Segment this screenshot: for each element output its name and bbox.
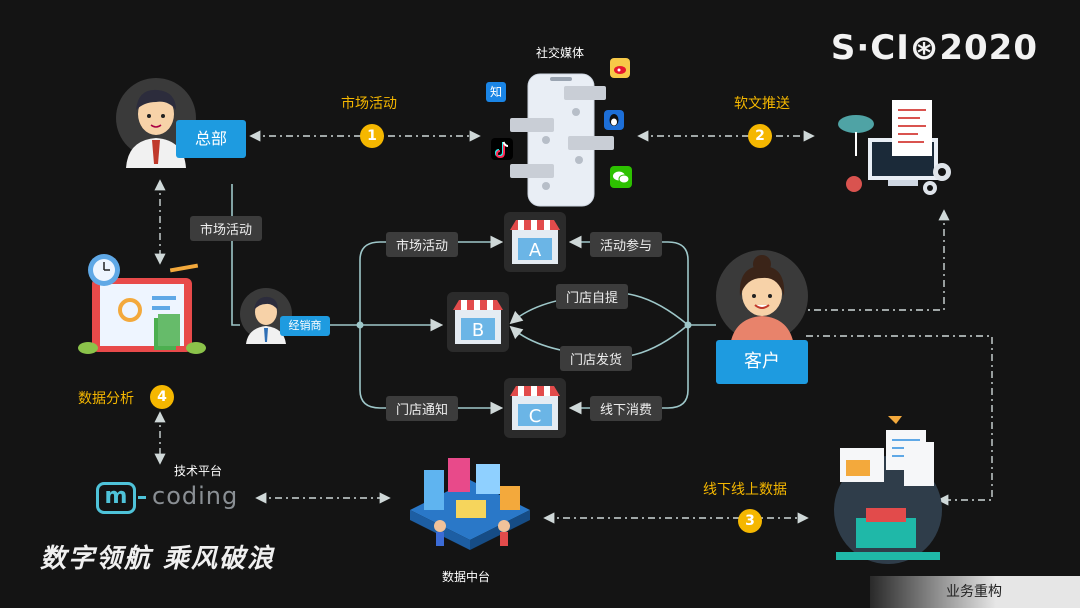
tech-platform-label: 技术平台	[174, 464, 223, 478]
slogan: 数字领航 乘风破浪	[40, 544, 276, 574]
tag-store-a-market-activity: 市场活动	[386, 232, 459, 257]
store-b-letter: B	[472, 320, 484, 341]
step-2-label: 软文推送	[734, 96, 790, 112]
qq-icon	[604, 110, 624, 130]
store-b: B	[447, 292, 509, 352]
step-1-badge: 1	[360, 124, 384, 148]
step-3-badge: 3	[738, 509, 762, 533]
step-3-label: 线下线上数据	[703, 482, 787, 498]
footer-section-label: 业务重构	[870, 576, 1080, 608]
mcoding-m-mark: m	[96, 482, 136, 514]
mcoding-logo: m coding	[96, 482, 256, 516]
step-1-label: 市场活动	[341, 96, 397, 112]
social-phone-illustration	[484, 60, 644, 210]
data-platform-label: 数据中台	[442, 570, 491, 584]
social-media-label: 社交媒体	[536, 46, 585, 60]
sci-2020-logo: S·CI⊛2020	[830, 28, 1038, 68]
offline-online-data-illustration	[826, 412, 950, 570]
zhihu-icon: 知	[486, 82, 506, 102]
mcoding-text: coding	[152, 482, 239, 510]
step-4-badge: 4	[150, 385, 174, 409]
douyin-icon	[491, 138, 513, 160]
step-4-label: 数据分析	[78, 391, 134, 407]
tag-store-pickup: 门店自提	[556, 284, 629, 309]
tag-activity-participation: 活动参与	[590, 232, 663, 257]
store-c-letter: C	[529, 406, 542, 427]
data-platform-illustration	[400, 440, 540, 560]
tag-store-shipping: 门店发货	[560, 346, 633, 371]
distributor-label: 经销商	[280, 316, 330, 336]
store-a-letter: A	[529, 240, 542, 261]
store-a: A	[504, 212, 566, 272]
tag-store-c-notice: 门店通知	[386, 396, 459, 421]
distributor-avatar	[240, 288, 292, 344]
data-analysis-illustration	[74, 252, 208, 364]
weibo-icon	[610, 58, 630, 78]
tag-hq-market-activity: 市场活动	[190, 216, 263, 241]
content-publishing-illustration	[830, 96, 960, 200]
step-2-badge: 2	[748, 124, 772, 148]
hq-label: 总部	[176, 120, 246, 158]
customer-label: 客户	[716, 340, 808, 384]
tag-offline-consumption: 线下消费	[590, 396, 663, 421]
wechat-icon	[610, 166, 632, 188]
store-c: C	[504, 378, 566, 438]
customer-avatar	[716, 250, 808, 346]
